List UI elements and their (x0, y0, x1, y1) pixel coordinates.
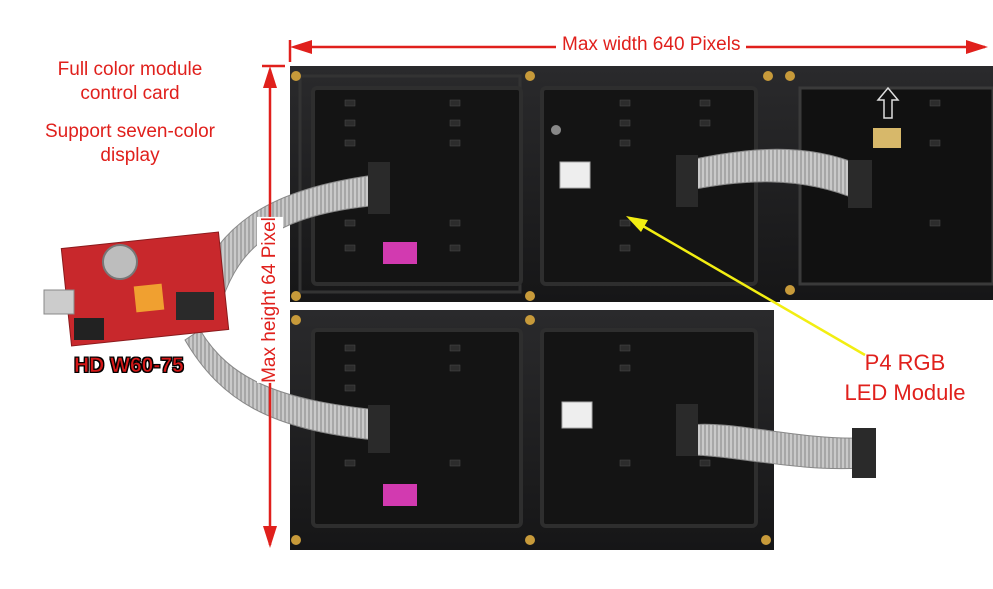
p4-line-1: P4 RGB (864, 350, 946, 375)
ic-chips (344, 99, 941, 467)
p4-line-2: LED Module (844, 379, 966, 405)
pointer-arrow (626, 216, 866, 357)
card-line-1: Full color module (57, 59, 203, 80)
max-height-label: Max height 64 Pixel (257, 217, 283, 383)
connector (368, 162, 390, 214)
connector (676, 404, 698, 456)
max-width-label: Max width 640 Pixels (556, 34, 747, 56)
card-description: Full color module control card (20, 58, 240, 106)
support-description: Support seven-color display (20, 120, 240, 168)
led-module-top-middle (525, 66, 780, 302)
connector (852, 428, 876, 478)
led-module-top-right (778, 66, 993, 300)
connector (848, 160, 872, 208)
connector (676, 155, 698, 207)
support-line-1: Support seven-color (44, 121, 216, 142)
support-line-2: display (100, 144, 160, 166)
p4-module-label: P4 RGB LED Module (815, 348, 993, 407)
card-line-2: control card (80, 82, 180, 104)
connector (368, 405, 390, 453)
model-label: HD W60-75 (74, 354, 184, 378)
control-card (43, 231, 230, 347)
